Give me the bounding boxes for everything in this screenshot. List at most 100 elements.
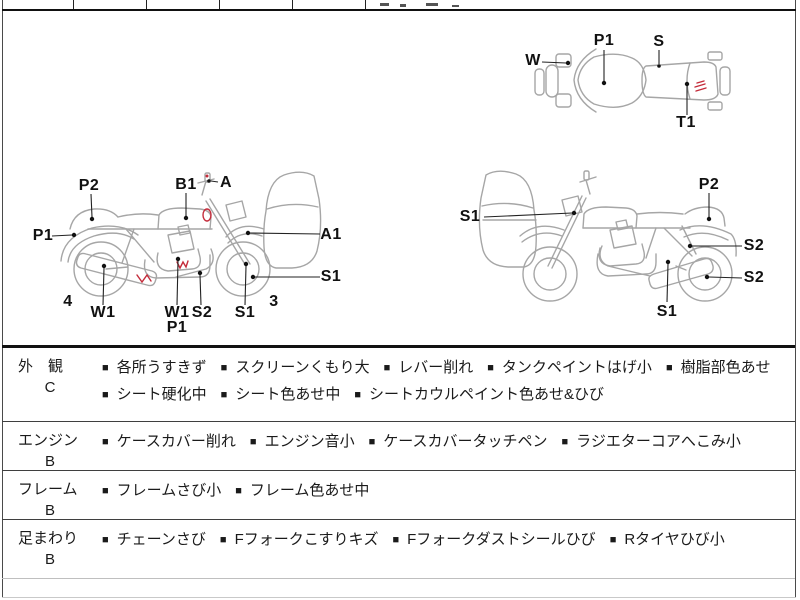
condition-item: ■ フレームさび小 [102,478,221,505]
condition-section-name: フレーム [18,481,78,498]
condition-item-text: シート硬化中 [116,386,207,403]
page-border-bottom [2,597,796,598]
damage-code-label-s1: S1 [459,208,481,225]
condition-item: ■ ケースカバー削れ [102,429,236,456]
condition-item: ■ Fフォークダストシールひび [392,527,595,554]
condition-items: ■ フレームさび小 ■ フレーム色あせ中 [98,471,795,519]
page-border-left [2,0,3,598]
damage-code-label-s: S [653,33,665,50]
page-border-right [795,0,796,598]
bullet-square-icon: ■ [561,436,569,448]
damage-code-label-p2: P2 [698,176,720,193]
condition-item-text: フレームさび小 [116,482,222,499]
condition-item-text: ケースカバータッチペン [383,433,548,450]
damage-code-label-w1: W1 [90,304,116,321]
condition-section-name: エンジン [18,432,79,449]
condition-item: ■ Fフォークこすりキズ [220,527,379,554]
bullet-square-icon: ■ [249,436,257,448]
bullet-square-icon: ■ [220,362,228,374]
condition-item-text: チェーンさび [116,531,206,548]
header-cell-divider [146,0,147,9]
motorcycle-left-side-diagram: S1 P2 S2 S2 S1 [450,162,770,337]
bullet-square-icon: ■ [368,436,376,448]
condition-item-text: ラジエターコアへこみ小 [576,433,741,450]
condition-item: ■ 樹脂部色あせ [666,355,771,382]
clipped-text-remnant [426,3,438,6]
condition-grade: B [44,551,55,568]
motorcycle-left-side-drawing [478,170,743,303]
damage-code-label-p1: P1 [32,227,54,244]
damage-code-label-s2: S2 [191,304,213,321]
condition-item: ■シートカウルペイント色あせ&ひび [354,382,604,409]
condition-grade: B [44,502,55,519]
damage-code-label-s2: S2 [743,269,765,286]
condition-item: ■ フレーム色あせ中 [235,478,369,505]
damage-code-label-p1: P1 [593,32,615,49]
wheel-number-label: 3 [269,293,279,310]
damage-code-label-p1: P1 [166,319,188,336]
condition-item: ■ ラジエターコアへこみ小 [562,429,741,456]
clipped-text-remnant [400,4,406,7]
bullet-square-icon: ■ [102,362,109,374]
motorcycle-right-side-diagram: P2 B1 A P1 A1 S1 4 W1 W1 S2 P1 S1 3 [30,165,342,337]
condition-item: ■ ケースカバータッチペン [369,429,548,456]
condition-item-text: Rタイヤひび小 [624,531,725,548]
condition-row-engine: エンジン B ■ケースカバー削れ■エンジン音小■ケースカバータッチペン■ラジエタ… [2,422,795,471]
condition-item-text: タンクペイントはげ小 [501,359,652,376]
damage-code-label-s1: S1 [234,304,256,321]
condition-item-text: 樹脂部色あせ [680,359,771,376]
condition-item: ■レバー削れ [384,355,474,382]
condition-item-text: エンジン音小 [264,433,355,450]
bullet-square-icon: ■ [392,534,400,546]
damage-code-label-s1: S1 [320,268,342,285]
wheel-number-label: 4 [63,293,73,310]
condition-item: ■ Rタイヤひび小 [610,527,725,554]
damage-code-label-t1: T1 [676,114,696,131]
bullet-square-icon: ■ [487,362,494,374]
bullet-square-icon: ■ [102,485,109,497]
bullet-square-icon: ■ [665,362,673,374]
damage-code-label-w1: W1 [164,304,190,321]
condition-item: ■ エンジン音小 [250,429,355,456]
clipped-header-row [2,0,796,11]
bullet-square-icon: ■ [102,389,109,401]
condition-item-text: シートカウルペイント色あせ&ひび [369,386,605,403]
condition-grade: C [44,379,56,396]
condition-items: ■ チェーンさび ■ Fフォークこすりキズ ■ Fフォークダストシールひび ■ Rタイヤひび小 [98,520,795,578]
condition-item-text: Fフォークダストシールひび [407,531,596,548]
bullet-square-icon: ■ [220,389,228,401]
condition-row-undercarriage: 足まわり B ■チェーンさび■Fフォークこすりキズ■Fフォークダストシールひび■… [2,520,795,579]
header-cell-divider [292,0,293,9]
header-cell-divider [365,0,366,9]
condition-row-frame: フレーム B ■ フレームさび小 ■ フレーム色あせ中 [2,471,795,520]
motorcycle-top-view-drawing [534,48,731,115]
condition-section: 足まわり B [2,520,98,578]
damage-code-label-a1: A1 [320,226,342,243]
condition-row-exterior: 外 観 C ■各所うすきず■スクリーンくもり大■レバー削れ■タンクペイントはげ小… [2,348,795,422]
condition-item-text: スクリーンくもり大 [235,359,370,376]
condition-item: ■ タンクペイントはげ小 [487,355,652,382]
condition-item-text: レバー削れ [398,359,474,376]
condition-items: ■各所うすきず■スクリーンくもり大■レバー削れ■タンクペイントはげ小■樹脂部色あ… [98,348,795,421]
clipped-text-remnant [380,3,389,6]
condition-item-text: Fフォークこすりキズ [234,531,379,548]
damage-code-label-b1: B1 [175,176,197,193]
condition-section-name: 外 観 [18,358,64,375]
bullet-square-icon: ■ [102,436,109,448]
bullet-square-icon: ■ [102,534,109,546]
bullet-square-icon: ■ [235,485,242,497]
condition-item: ■シート色あせ中 [221,382,341,409]
damage-code-label-a: A [219,174,233,191]
damage-code-label-s1: S1 [656,303,678,320]
condition-section: 外 観 C [2,348,98,421]
condition-item-text: ケースカバー削れ [116,433,236,450]
condition-item: ■ シート硬化中 [102,382,207,409]
bullet-square-icon: ■ [609,534,617,546]
condition-table: 外 観 C ■各所うすきず■スクリーンくもり大■レバー削れ■タンクペイントはげ小… [2,345,795,579]
condition-item: ■各所うすきず [102,355,207,382]
condition-item: ■ チェーンさび [102,527,206,554]
condition-item-text: フレーム色あせ中 [249,482,370,499]
bullet-square-icon: ■ [219,534,227,546]
damage-code-label-p2: P2 [78,177,100,194]
